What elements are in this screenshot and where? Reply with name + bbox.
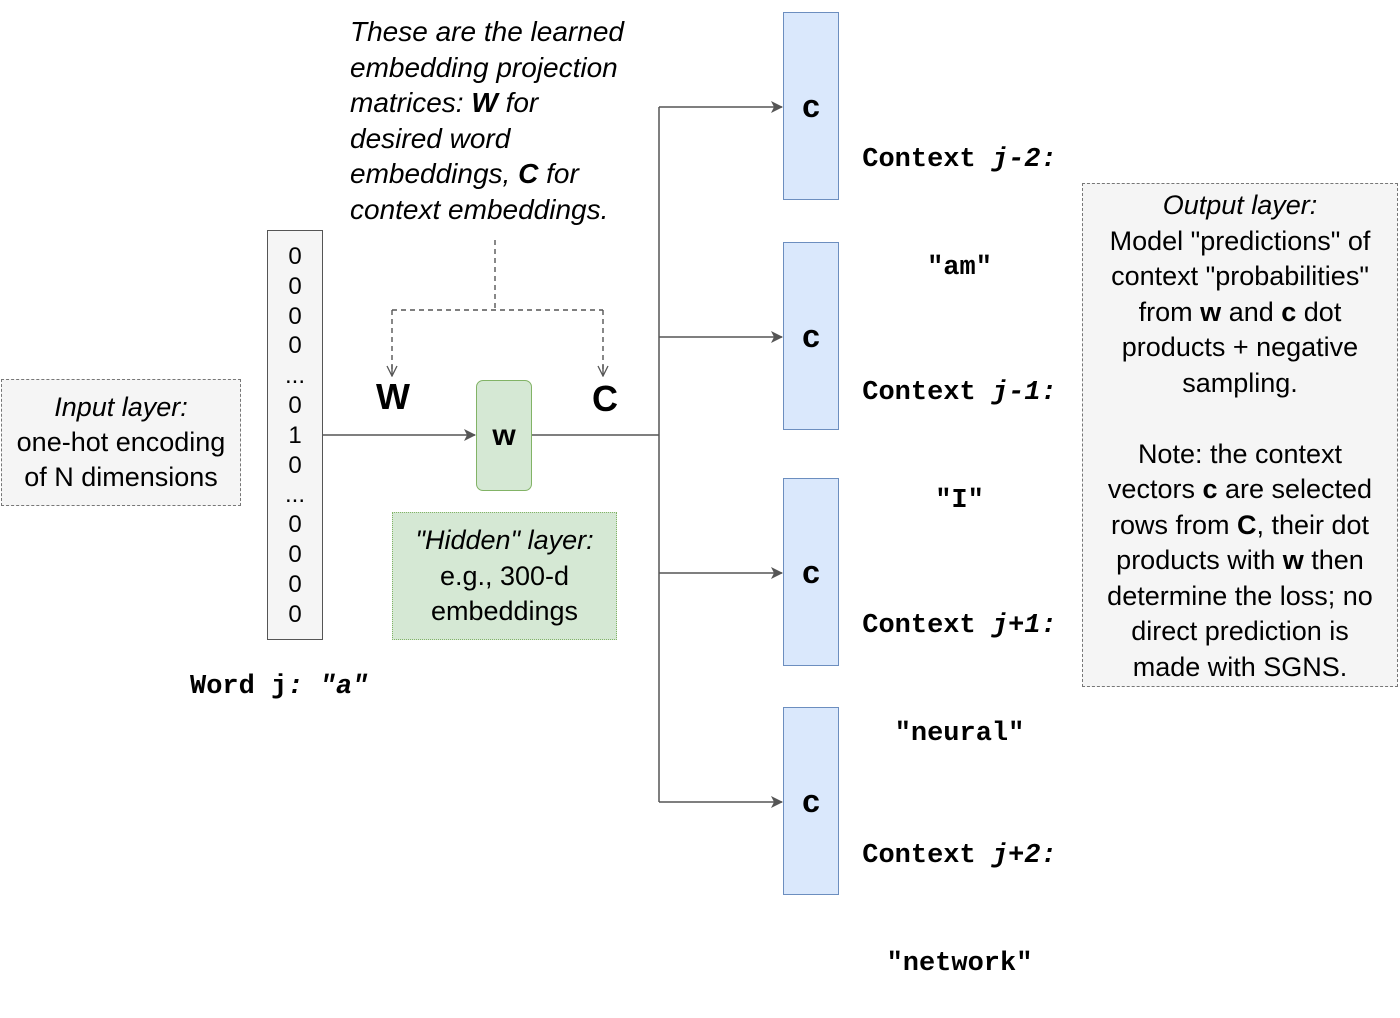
vector-cell: ... (284, 481, 305, 509)
vector-cell: 0 (288, 332, 302, 360)
context-node-4: c (783, 707, 839, 895)
vector-cell: 0 (288, 392, 302, 419)
context-label-3: Context j+1: "neural" (862, 611, 1057, 749)
vector-cell: 0 (288, 511, 302, 539)
note-line: These are the learned (350, 16, 624, 47)
vector-cell: 0 (288, 570, 302, 598)
note-line: embeddings, C for (350, 158, 579, 189)
input-layer-line2: of N dimensions (24, 462, 218, 492)
vector-cell: 0 (288, 243, 302, 270)
vector-cell: 0 (288, 451, 302, 479)
note-line: embedding projection (350, 51, 618, 83)
note-line: context embeddings. (350, 193, 609, 225)
projection-matrices-note: These are the learned embedding projecti… (350, 14, 670, 227)
input-layer-note: Input layer: one-hot encoding of N dimen… (1, 379, 241, 506)
context-label-2: Context j-1: "I" (862, 378, 1057, 516)
hidden-node-w: w (476, 380, 532, 491)
dashed-note-connector (391, 240, 604, 375)
connector-lines (323, 101, 783, 808)
word-label-suffix: : "a" (287, 672, 369, 702)
hidden-layer-note: "Hidden" layer: e.g., 300-d embeddings (392, 512, 617, 640)
vector-cell: 0 (288, 541, 302, 568)
word-label: Word j: "a" (190, 672, 368, 702)
note-line: matrices: W for (350, 87, 539, 118)
hidden-layer-line2: embeddings (430, 596, 579, 626)
context-node-3: c (783, 478, 839, 666)
matrix-c-label: C (592, 378, 618, 419)
hidden-layer-title: "Hidden" layer: (415, 525, 594, 555)
vector-cell: 0 (288, 272, 302, 300)
vector-cell: 1 (288, 421, 302, 449)
output-layer-title: Output layer: (1162, 190, 1318, 220)
hidden-layer-line1: e.g., 300-d (439, 560, 570, 591)
output-layer-note: Output layer: Model "predictions" of con… (1082, 183, 1398, 687)
word-label-prefix: Word j (190, 672, 288, 702)
context-node-1: c (783, 12, 839, 200)
input-layer-line1: one-hot encoding (16, 427, 226, 457)
matrix-w-label: W (376, 376, 410, 417)
context-label-4: Context j+2: "network" (862, 841, 1057, 979)
vector-cell: ... (284, 362, 305, 390)
note-line: desired word (350, 122, 511, 154)
vector-cell: 0 (288, 600, 302, 628)
context-node-2: c (783, 242, 839, 430)
context-label-1: Context j-2: "am" (862, 145, 1057, 283)
vector-cell: 0 (288, 302, 302, 330)
input-layer-title: Input layer: (54, 392, 188, 422)
